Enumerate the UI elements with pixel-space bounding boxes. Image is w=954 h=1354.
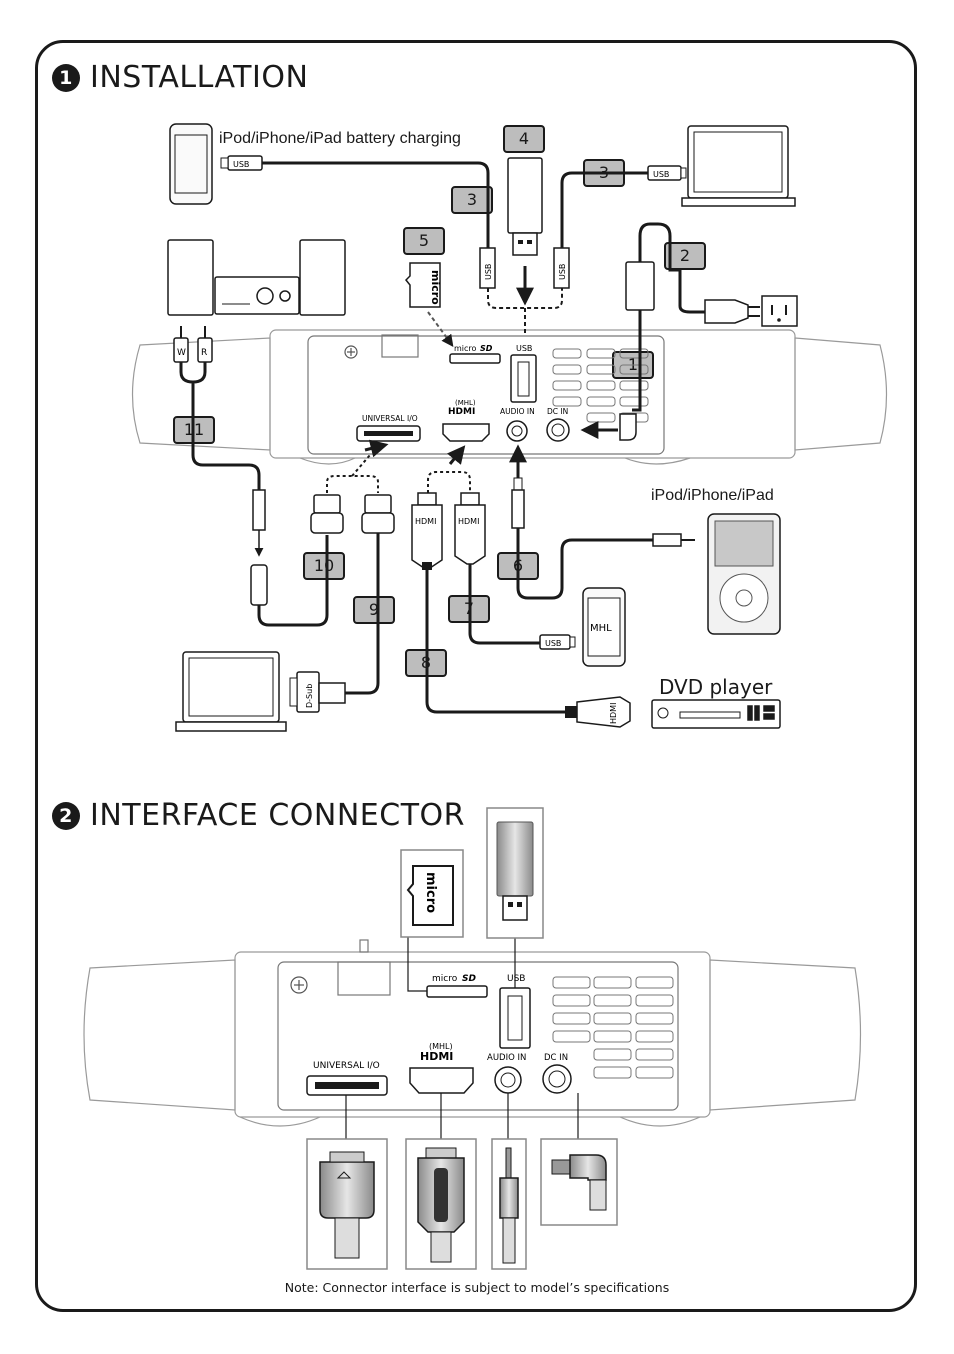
- svg-text:R: R: [201, 348, 207, 358]
- svg-text:USB: USB: [545, 639, 561, 648]
- usb-port-label: USB: [516, 344, 532, 353]
- microsd-slot: [426, 985, 488, 998]
- usb-port-label: USB: [507, 974, 525, 984]
- hdmi-connector-box: [405, 1138, 477, 1270]
- audio-in-label: AUDIO IN: [500, 407, 535, 416]
- badge-step-5: 5: [403, 227, 445, 255]
- dvd-label: DVD player: [659, 675, 773, 699]
- microsd-card-box: micro: [400, 849, 464, 938]
- usb-port: [499, 987, 531, 1049]
- badge-step-9: 9: [353, 596, 395, 624]
- universal-io-port: [356, 425, 421, 442]
- microsd-card-icon: micro: [404, 262, 454, 347]
- dvd-player-icon: [651, 699, 781, 729]
- hdmi-port: [409, 1067, 474, 1094]
- hdmi-port-label: HDMI: [420, 1050, 453, 1063]
- projector-bottom: [83, 939, 862, 1127]
- svg-text:SD: SD: [462, 974, 476, 984]
- mhl-phone-icon: MHL: [582, 587, 626, 667]
- svg-text:USB: USB: [653, 170, 669, 179]
- charging-label: iPod/iPhone/iPad battery charging: [219, 130, 461, 147]
- universal-io-adapters: [310, 439, 395, 695]
- dc-connector-box: [540, 1138, 618, 1226]
- projector-top: [131, 329, 888, 465]
- ports-top: micro SD USB (MHL) HDMI AUDIO IN DC IN U…: [356, 344, 570, 442]
- svg-text:HDMI: HDMI: [609, 703, 618, 724]
- dsub-connector: D-Sub: [289, 671, 346, 713]
- usb-flash-drive-icon: [507, 157, 543, 306]
- ports-bottom: micro SD USB (MHL) HDMI AUDIO IN DC IN U…: [306, 974, 572, 1096]
- microsd-slot: [449, 353, 501, 364]
- audio-in-port: [494, 1066, 522, 1094]
- svg-text:micro: micro: [423, 872, 438, 913]
- universal-io-label: UNIVERSAL I/O: [313, 1061, 380, 1071]
- microsd-port-label: micro: [454, 344, 477, 353]
- badge-step-4: 4: [503, 125, 545, 153]
- universal-io-label: UNIVERSAL I/O: [362, 414, 418, 423]
- flash-drive-box: [486, 807, 544, 939]
- audio-in-label: AUDIO IN: [487, 1053, 526, 1063]
- ipod-label: iPod/iPhone/iPad: [651, 487, 774, 504]
- svg-text:HDMI: HDMI: [458, 517, 479, 526]
- audio-connector-box: [491, 1138, 527, 1270]
- laptop-bottom-icon: [175, 651, 287, 732]
- connector-leader-lines: [345, 937, 579, 1139]
- ipod-icon: [707, 513, 781, 635]
- svg-text:USB: USB: [233, 160, 249, 169]
- svg-text:W: W: [177, 348, 186, 358]
- usb-dotted-join: [487, 288, 563, 309]
- svg-text:USB: USB: [558, 264, 567, 280]
- mhl-label: (MHL): [455, 399, 476, 407]
- phone-icon: [169, 123, 213, 205]
- microsd-port-label: micro: [432, 974, 458, 984]
- dc-in-port: [542, 1064, 572, 1094]
- hdmi-port: [442, 423, 490, 442]
- projector-vents: [552, 348, 649, 423]
- section-number: 2: [52, 802, 80, 830]
- audio-in-port: [506, 420, 528, 442]
- microsd-logo: SD: [480, 344, 493, 353]
- laptop-icon: [681, 125, 796, 207]
- dc-in-label: DC IN: [547, 407, 568, 416]
- projector-bottom-vents: [552, 976, 674, 1079]
- usb-port: [510, 354, 537, 403]
- audio-cable: [509, 444, 695, 600]
- usb-cable-charging: USB USB: [220, 155, 496, 289]
- hdmi-port-label: HDMI: [448, 407, 475, 417]
- rca-cable: W R: [173, 326, 329, 627]
- svg-text:USB: USB: [484, 264, 493, 280]
- universal-io-port: [306, 1075, 388, 1096]
- usb-cable-laptop: USB USB: [553, 165, 687, 289]
- mhl-label: (MHL): [429, 1042, 453, 1051]
- section-number: 1: [52, 64, 80, 92]
- power-adapter: [580, 222, 798, 441]
- badge-step-3-left: 3: [451, 186, 493, 214]
- universal-io-connector-box: [306, 1138, 388, 1270]
- svg-text:HDMI: HDMI: [415, 517, 436, 526]
- dc-in-port: [546, 418, 570, 442]
- badge-step-10: 10: [303, 552, 345, 580]
- hdmi-cables: HDMI HDMI HDMI USB: [411, 445, 631, 728]
- svg-text:MHL: MHL: [590, 623, 612, 634]
- page-frame: [35, 40, 917, 1312]
- svg-text:D-Sub: D-Sub: [305, 684, 314, 708]
- dc-in-label: DC IN: [544, 1053, 568, 1063]
- footnote: Note: Connector interface is subject to …: [284, 1280, 670, 1295]
- speaker-system-icon: [167, 239, 346, 316]
- svg-text:micro: micro: [429, 270, 442, 305]
